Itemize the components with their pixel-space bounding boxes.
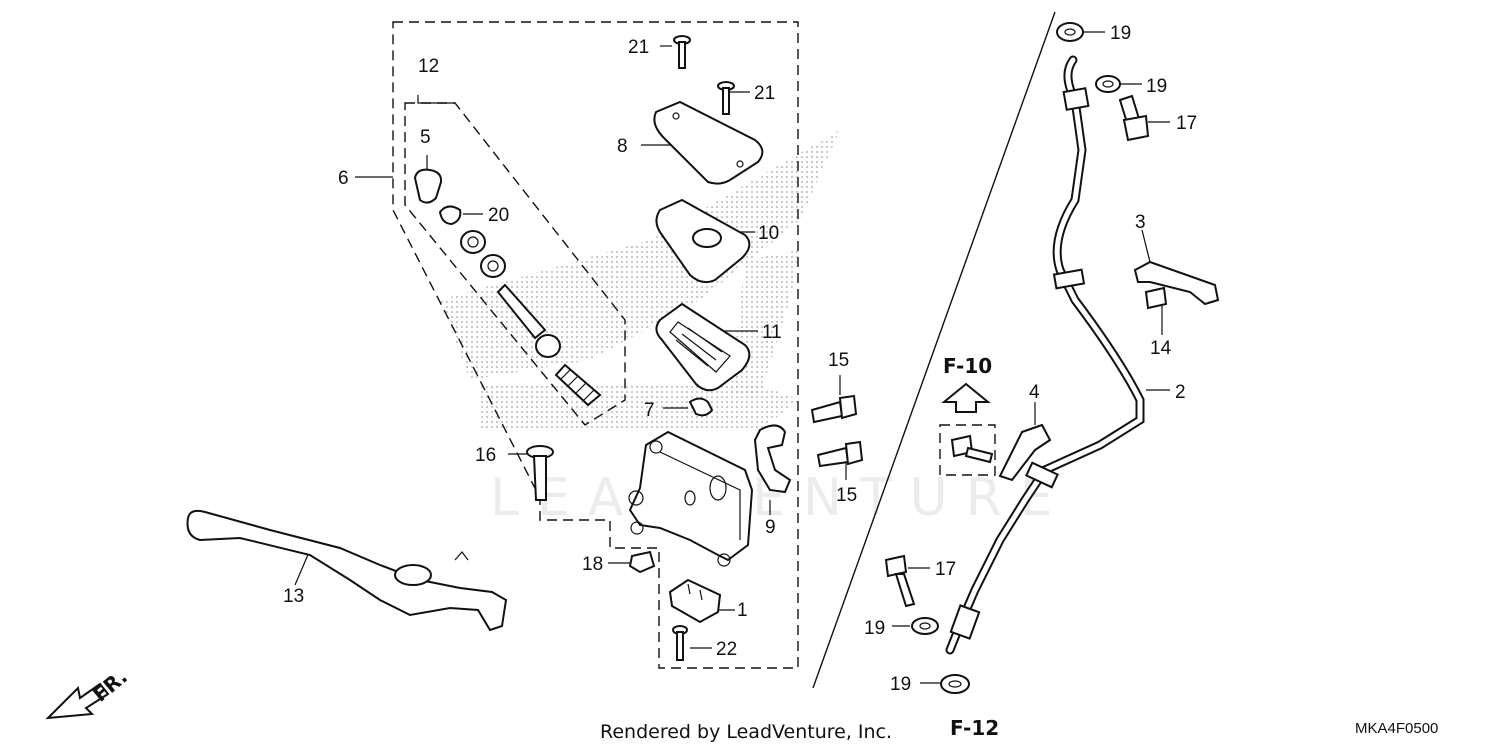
ref-f10[interactable]: F-10 xyxy=(943,354,992,378)
callout-8[interactable]: 8 xyxy=(617,136,628,157)
callout-19-top[interactable]: 19 xyxy=(1110,23,1131,44)
screw-21-right xyxy=(717,81,735,115)
washer-19-c xyxy=(911,617,939,635)
callout-19-bottom[interactable]: 19 xyxy=(890,674,911,695)
clip-7 xyxy=(688,397,714,417)
brake-lever-13 xyxy=(186,509,508,632)
callout-11[interactable]: 11 xyxy=(762,322,782,343)
clamp-4 xyxy=(998,423,1052,482)
callout-1[interactable]: 1 xyxy=(737,600,748,621)
callout-3[interactable]: 3 xyxy=(1135,212,1146,233)
callout-17-upper[interactable]: 17 xyxy=(1176,113,1197,134)
f10-bolt xyxy=(950,434,994,464)
piston-kit xyxy=(413,168,602,407)
callout-16[interactable]: 16 xyxy=(475,445,496,466)
holder-9 xyxy=(753,424,792,494)
bolt-15-lower xyxy=(816,440,864,468)
callout-21-top[interactable]: 21 xyxy=(628,37,649,58)
f10-arrow-icon xyxy=(941,382,991,413)
screw-22 xyxy=(672,625,688,661)
footer-diagram-code: MKA4F0500 xyxy=(1355,720,1438,737)
callout-18[interactable]: 18 xyxy=(582,554,603,575)
callout-20[interactable]: 20 xyxy=(488,205,509,226)
bolt-15-upper xyxy=(810,394,858,424)
ref-f12[interactable]: F-12 xyxy=(950,716,999,740)
callout-4[interactable]: 4 xyxy=(1029,382,1040,403)
watermark-texture xyxy=(440,130,840,430)
washer-19-b xyxy=(1095,75,1121,93)
switch-1 xyxy=(668,578,722,624)
bolt-17-lower xyxy=(884,554,916,608)
callout-9[interactable]: 9 xyxy=(765,517,776,538)
diaphragm-11 xyxy=(655,302,751,392)
assembly-frame xyxy=(392,21,799,669)
callout-21-right[interactable]: 21 xyxy=(754,83,775,104)
nut-18 xyxy=(628,550,656,574)
bolt-14 xyxy=(1144,286,1168,310)
pivot-bolt-16 xyxy=(526,445,554,501)
callout-15-lower[interactable]: 15 xyxy=(836,485,857,506)
footer-rendered-by: Rendered by LeadVenture, Inc. xyxy=(600,721,892,743)
screw-21-top xyxy=(673,35,691,69)
callout-13[interactable]: 13 xyxy=(283,586,304,607)
callout-14[interactable]: 14 xyxy=(1150,338,1172,359)
f10-bolt-frame xyxy=(939,424,996,476)
callout-5[interactable]: 5 xyxy=(420,127,431,148)
reservoir-cap-8 xyxy=(653,100,764,185)
callout-22[interactable]: 22 xyxy=(716,639,737,660)
callout-19-lower[interactable]: 19 xyxy=(864,618,885,639)
master-cylinder-body xyxy=(628,430,754,567)
callout-19-upper[interactable]: 19 xyxy=(1146,76,1167,97)
clamp-3 xyxy=(1133,260,1220,306)
callout-17-lower[interactable]: 17 xyxy=(935,559,956,580)
callout-6[interactable]: 6 xyxy=(338,168,349,189)
front-arrow-icon xyxy=(45,682,110,720)
washer-19-a xyxy=(1056,22,1084,42)
washer-19-d xyxy=(940,674,970,694)
callout-12[interactable]: 12 xyxy=(418,56,439,77)
callout-2[interactable]: 2 xyxy=(1175,382,1186,403)
callout-10[interactable]: 10 xyxy=(758,223,779,244)
callout-15-upper[interactable]: 15 xyxy=(828,350,849,371)
brake-hose-2 xyxy=(945,55,1145,655)
callout-7[interactable]: 7 xyxy=(644,400,655,421)
fitting-bracket-line xyxy=(812,11,1056,689)
bolt-17-upper xyxy=(1118,94,1150,142)
